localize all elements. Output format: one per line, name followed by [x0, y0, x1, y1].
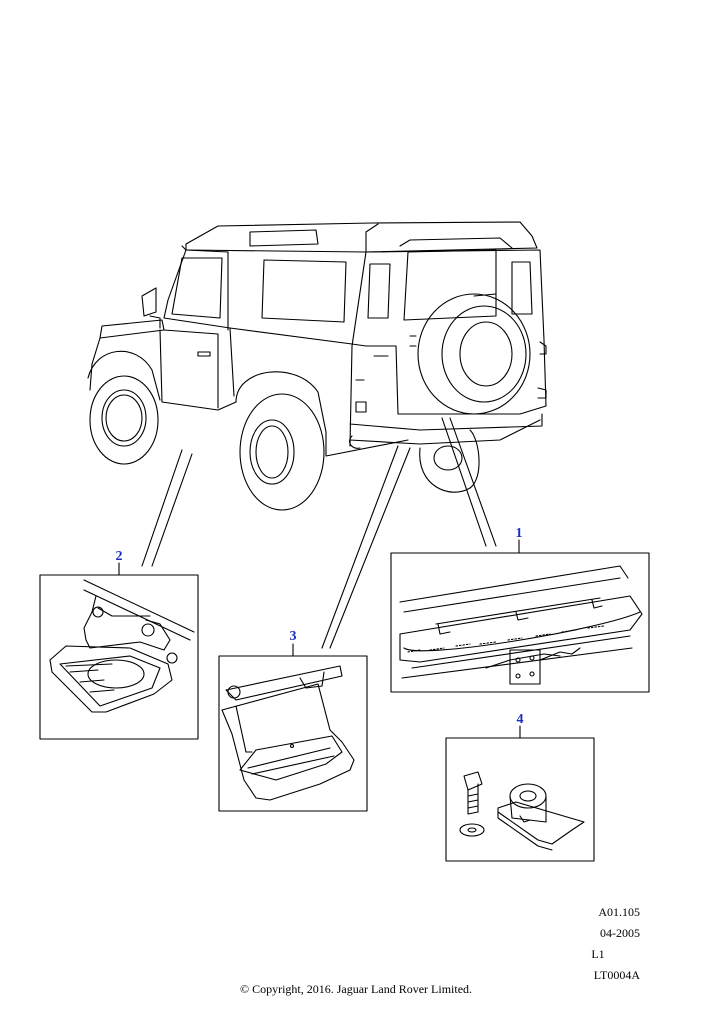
leader-lines [141, 417, 497, 649]
reference-level: L1 [591, 947, 605, 961]
part-box-4 [445, 725, 595, 862]
part-box-2 [39, 562, 199, 740]
callout-1[interactable]: 1 [515, 526, 523, 541]
copyright-notice: © Copyright, 2016. Jaguar Land Rover Lim… [239, 982, 473, 996]
vehicle-illustration [87, 221, 547, 511]
callout-4[interactable]: 4 [516, 712, 524, 727]
part-box-1 [390, 539, 650, 693]
callout-3[interactable]: 3 [289, 629, 297, 644]
reference-date: 04-2005 [600, 926, 640, 940]
reference-code: A01.105 [598, 905, 640, 919]
reference-block: A01.105 04-2005 L1 LT0004A [560, 902, 640, 986]
callout-2[interactable]: 2 [115, 549, 123, 564]
illustration-id: LT0004A [593, 968, 640, 982]
part-box-3 [218, 643, 368, 812]
